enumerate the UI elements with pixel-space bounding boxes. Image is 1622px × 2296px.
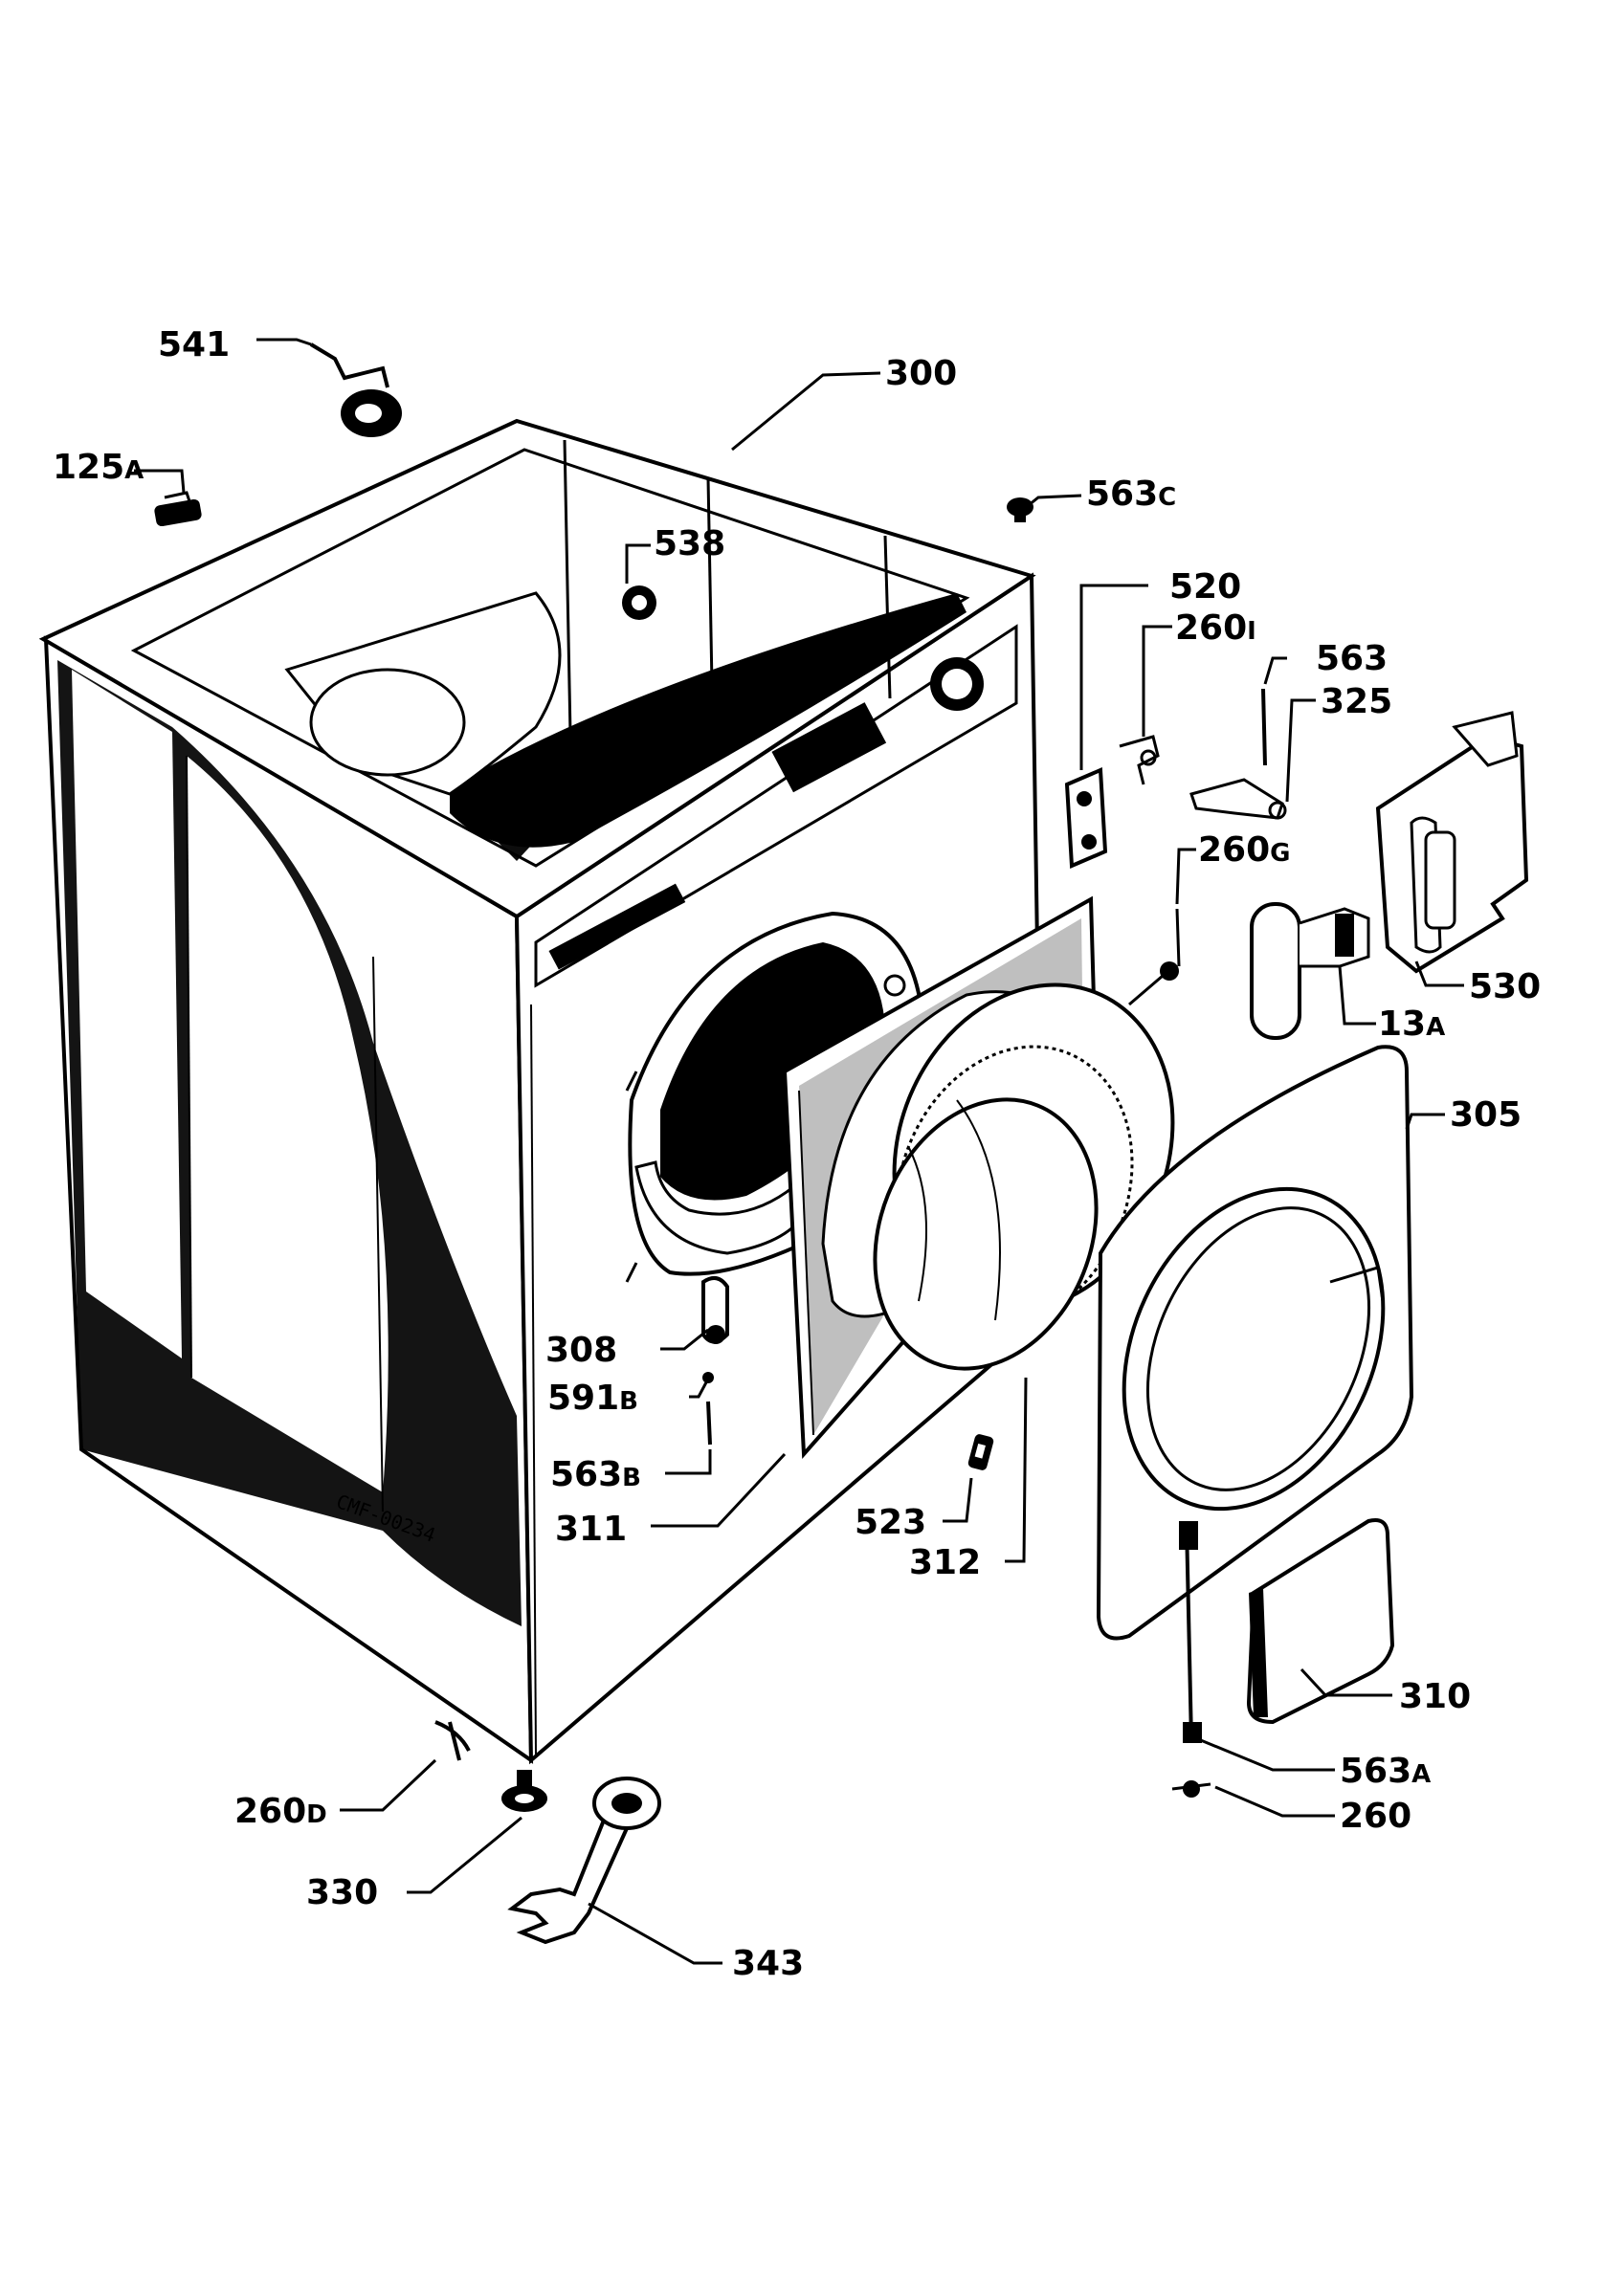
callout-260g: 260G bbox=[1198, 830, 1291, 870]
callout-305: 305 bbox=[1450, 1095, 1522, 1135]
latch-part bbox=[1189, 778, 1287, 820]
push-button bbox=[1250, 902, 1370, 1040]
wrench-part bbox=[507, 1777, 661, 1945]
callout-labels: 541 300 125A 563C 538 520 260I 563 325 2… bbox=[53, 325, 1541, 1983]
cabinet-left-highlight-2 bbox=[72, 670, 182, 1358]
callout-563: 563 bbox=[1316, 639, 1388, 678]
pin-part bbox=[1261, 688, 1267, 766]
push-button-cap bbox=[1250, 902, 1301, 1040]
door-ring-front bbox=[873, 1097, 1099, 1371]
cabinet-inner-shadow bbox=[450, 670, 727, 861]
small-knob-part bbox=[1007, 497, 1033, 522]
callout-563a: 563A bbox=[1340, 1752, 1431, 1791]
small-ball-part bbox=[702, 1372, 714, 1383]
callout-343: 343 bbox=[732, 1944, 804, 1983]
door-glass-ring bbox=[873, 982, 1175, 1371]
callout-591b: 591B bbox=[547, 1379, 638, 1418]
callout-563c: 563C bbox=[1086, 475, 1176, 514]
spring-part-d bbox=[434, 1720, 471, 1761]
hook-part bbox=[701, 1276, 729, 1344]
callout-260d: 260D bbox=[234, 1792, 327, 1831]
control-slot bbox=[771, 702, 887, 793]
lid-edge bbox=[1249, 1588, 1268, 1717]
control-slot-2 bbox=[548, 883, 686, 970]
callout-325: 325 bbox=[1321, 682, 1392, 721]
spring-clip-part bbox=[967, 1434, 994, 1470]
callout-260: 260 bbox=[1340, 1797, 1411, 1836]
lid-part bbox=[1246, 1518, 1395, 1725]
plug-part bbox=[622, 585, 656, 620]
callout-260i: 260I bbox=[1175, 608, 1256, 648]
door-panel-ring-inner bbox=[1145, 1206, 1371, 1491]
door-panel bbox=[1096, 1045, 1414, 1641]
bracket-part bbox=[309, 342, 402, 437]
callout-538: 538 bbox=[654, 524, 725, 563]
cabinet: CMF-00234 bbox=[38, 418, 1046, 1765]
callout-530: 530 bbox=[1469, 967, 1541, 1006]
spring-part-i bbox=[1119, 735, 1160, 785]
switch-housing bbox=[1375, 711, 1529, 974]
callout-523: 523 bbox=[855, 1503, 926, 1542]
callout-308: 308 bbox=[545, 1331, 617, 1370]
callout-125a: 125A bbox=[53, 448, 144, 487]
callout-312: 312 bbox=[909, 1543, 981, 1582]
callout-330: 330 bbox=[306, 1873, 378, 1912]
pin-part-b bbox=[706, 1401, 712, 1446]
callout-520: 520 bbox=[1169, 567, 1241, 607]
callout-563b: 563B bbox=[550, 1455, 641, 1494]
leader-lines bbox=[134, 338, 1464, 1965]
plate-part bbox=[1064, 767, 1108, 869]
callout-541: 541 bbox=[158, 325, 230, 364]
drum-back-opening bbox=[309, 668, 466, 777]
foot-part bbox=[501, 1770, 547, 1812]
spring-part-g bbox=[1128, 908, 1181, 1006]
callout-310: 310 bbox=[1399, 1677, 1471, 1716]
callout-300: 300 bbox=[885, 354, 957, 393]
callout-311: 311 bbox=[555, 1510, 627, 1549]
bolt-part bbox=[1179, 1521, 1202, 1743]
spring-part bbox=[1171, 1780, 1211, 1798]
callout-13a: 13A bbox=[1378, 1004, 1445, 1044]
clip-part bbox=[154, 491, 202, 527]
cabinet-left-highlight bbox=[187, 756, 389, 1492]
